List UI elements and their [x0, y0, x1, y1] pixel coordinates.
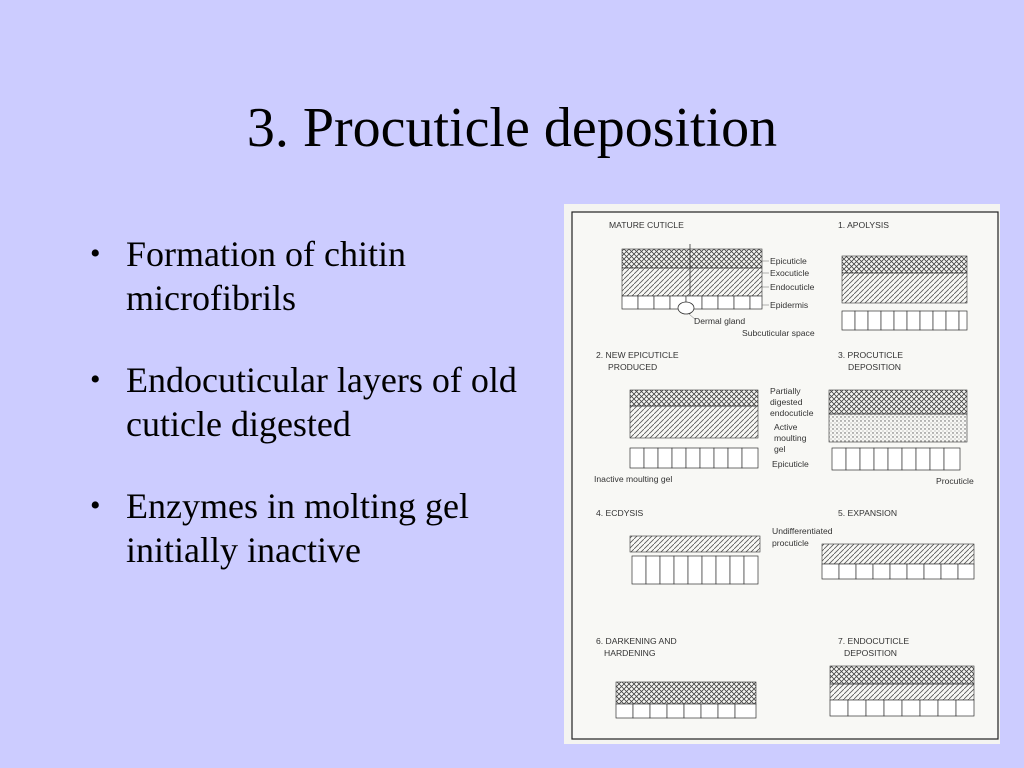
label-procuticle-lower: procuticle	[772, 538, 809, 548]
label-endocuticle: Endocuticle	[770, 282, 815, 292]
panel-title: HARDENING	[604, 648, 656, 658]
label-procuticle: Procuticle	[936, 476, 974, 486]
panel-title: DEPOSITION	[848, 362, 901, 372]
bullet-dot-icon: •	[90, 363, 101, 396]
cuticle-diagram: MATURE CUTICLE Epicuticle Exocuticle End…	[564, 204, 1000, 744]
label-undifferentiated: Undifferentiated	[772, 526, 833, 536]
panel-title: 4. ECDYSIS	[596, 508, 644, 518]
label-gel: gel	[774, 444, 786, 454]
bullet-item: • Formation of chitin microfibrils	[88, 232, 548, 320]
bullet-item: • Endocuticular layers of old cuticle dig…	[88, 358, 548, 446]
label-dermal-gland: Dermal gland	[694, 316, 745, 326]
panel-title: 5. EXPANSION	[838, 508, 897, 518]
dermal-gland-shape	[677, 301, 695, 315]
label-digested: digested	[770, 397, 803, 407]
bullet-list: • Formation of chitin microfibrils • Endoc…	[88, 232, 548, 610]
endocuticle-layer	[621, 267, 763, 297]
slide-title: 3. Procuticle deposition	[246, 97, 778, 159]
epidermis-cells	[621, 295, 763, 310]
panel-title: PRODUCED	[608, 362, 657, 372]
panel-title: 7. ENDOCUTICLE	[838, 636, 909, 646]
panel-title: MATURE CUTICLE	[609, 220, 684, 230]
bullet-text: Enzymes in molting gel initially inactiv…	[126, 486, 469, 570]
bullet-item: • Enzymes in molting gel initially inacti…	[88, 484, 548, 572]
label-partially: Partially	[770, 386, 801, 396]
label-active: Active	[774, 422, 798, 432]
label-epidermis: Epidermis	[770, 300, 808, 310]
bullet-text: Formation of chitin microfibrils	[126, 234, 406, 318]
panel-title: 2. NEW EPICUTICLE	[596, 350, 679, 360]
label-exocuticle: Exocuticle	[770, 268, 809, 278]
panel-title: DEPOSITION	[844, 648, 897, 658]
label-inactive-moulting-gel: Inactive moulting gel	[594, 474, 672, 484]
label-subcuticular-space: Subcuticular space	[742, 328, 815, 338]
bullet-text: Endocuticular layers of old cuticle dige…	[126, 360, 517, 444]
label-moulting: moulting	[774, 433, 807, 443]
cuticle-diagram-svg: MATURE CUTICLE Epicuticle Exocuticle End…	[571, 211, 999, 740]
bullet-dot-icon: •	[90, 237, 101, 270]
panel-title: 1. APOLYSIS	[838, 220, 889, 230]
bullet-dot-icon: •	[90, 489, 101, 522]
exocuticle-layer	[621, 248, 763, 269]
label-epicuticle-2: Epicuticle	[772, 459, 809, 469]
panel-title: 6. DARKENING AND	[596, 636, 677, 646]
label-epicuticle: Epicuticle	[770, 256, 807, 266]
label-endocuticle-lower: endocuticle	[770, 408, 814, 418]
panel-title: 3. PROCUTICLE	[838, 350, 903, 360]
